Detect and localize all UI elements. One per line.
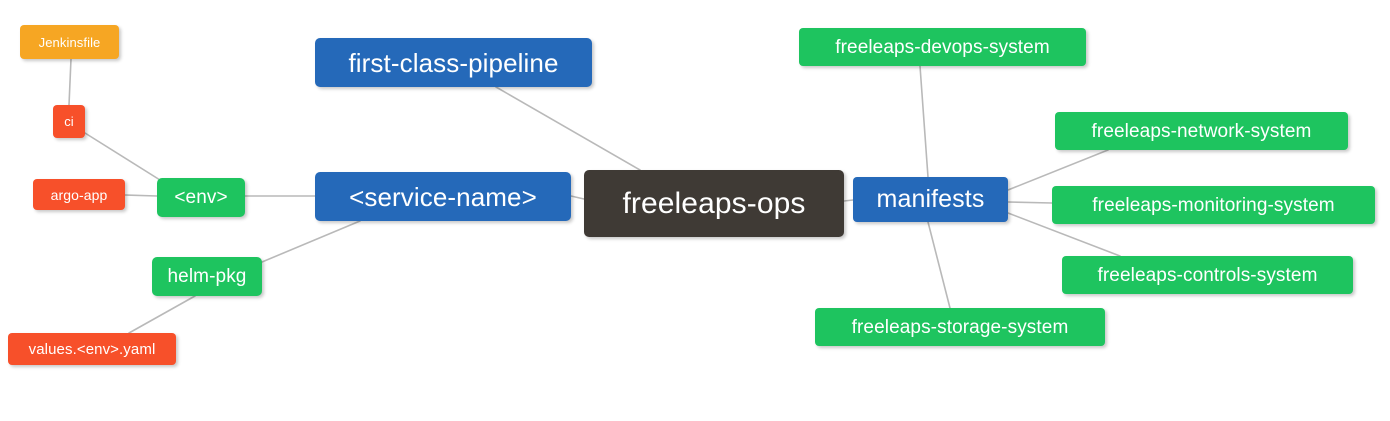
mindmap-node-service-name[interactable]: <service-name> [315, 172, 571, 221]
edge-manifests-network [1007, 149, 1109, 191]
mindmap-node-freeleaps-devops-system[interactable]: freeleaps-devops-system [799, 28, 1086, 66]
node-label-freeleaps-ops: freeleaps-ops [622, 186, 806, 220]
edge-ops-manifests [843, 199, 854, 202]
node-label-ci: ci [64, 114, 74, 129]
edge-argoapp-env [124, 194, 158, 197]
node-label-freeleaps-monitoring-system: freeleaps-monitoring-system [1092, 194, 1335, 216]
node-label-helm-pkg: helm-pkg [167, 266, 247, 287]
mindmap-node-freeleaps-monitoring-system[interactable]: freeleaps-monitoring-system [1052, 186, 1375, 224]
edge-jenkinsfile-ci [68, 58, 72, 106]
mindmap-node-values-yaml[interactable]: values.<env>.yaml [8, 333, 176, 365]
edge-helmpkg-servicename [261, 220, 361, 263]
edge-manifests-monitoring [1007, 201, 1053, 204]
edge-manifests-storage [927, 221, 951, 309]
mindmap-node-helm-pkg[interactable]: helm-pkg [152, 257, 262, 296]
edge-valuesyaml-helmpkg [128, 295, 196, 334]
node-label-first-class-pipeline: first-class-pipeline [348, 47, 559, 78]
node-label-jenkinsfile: Jenkinsfile [38, 34, 101, 50]
mindmap-node-manifests[interactable]: manifests [853, 177, 1008, 222]
node-label-env: <env> [174, 187, 228, 208]
edge-manifests-devops [919, 65, 929, 178]
edge-ci-env [84, 132, 161, 181]
node-label-manifests: manifests [876, 185, 985, 213]
mindmap-node-freeleaps-network-system[interactable]: freeleaps-network-system [1055, 112, 1348, 150]
node-label-service-name: <service-name> [349, 181, 537, 212]
node-label-freeleaps-controls-system: freeleaps-controls-system [1097, 264, 1318, 286]
mindmap-node-jenkinsfile[interactable]: Jenkinsfile [20, 25, 119, 59]
node-label-freeleaps-storage-system: freeleaps-storage-system [851, 316, 1069, 338]
node-label-freeleaps-devops-system: freeleaps-devops-system [835, 36, 1050, 58]
node-label-freeleaps-network-system: freeleaps-network-system [1091, 120, 1312, 142]
edge-firstclass-ops [495, 86, 641, 171]
node-label-values-yaml: values.<env>.yaml [28, 340, 156, 358]
mindmap-node-freeleaps-storage-system[interactable]: freeleaps-storage-system [815, 308, 1105, 346]
mindmap-node-freeleaps-ops[interactable]: freeleaps-ops [584, 170, 844, 237]
node-label-argo-app: argo-app [50, 186, 108, 203]
edge-servicename-ops [570, 195, 585, 200]
mindmap-node-first-class-pipeline[interactable]: first-class-pipeline [315, 38, 592, 87]
mindmap-node-freeleaps-controls-system[interactable]: freeleaps-controls-system [1062, 256, 1353, 294]
mindmap-node-argo-app[interactable]: argo-app [33, 179, 125, 210]
mindmap-node-ci[interactable]: ci [53, 105, 85, 138]
mindmap-node-env[interactable]: <env> [157, 178, 245, 217]
